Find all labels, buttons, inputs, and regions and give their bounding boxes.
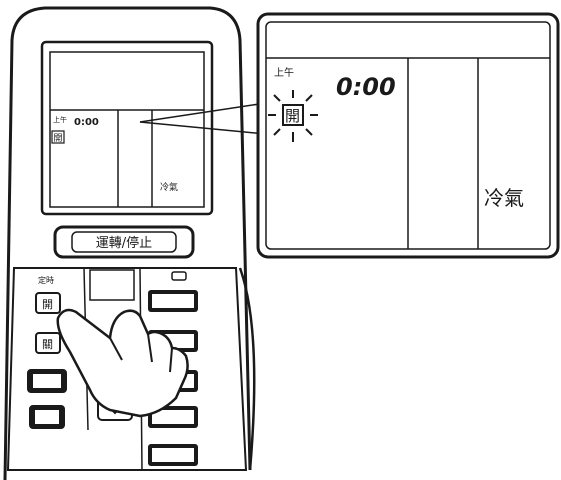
zoom-timer-symbol: 開 (285, 107, 300, 125)
zoom-time: 0:00 (336, 73, 396, 101)
timer-on-label: 開 (42, 298, 53, 311)
remote-mode: 冷氣 (160, 181, 178, 193)
remote-edge-curve (238, 267, 256, 471)
zoom-mode: 冷氣 (484, 186, 524, 210)
timer-off-label: 關 (42, 338, 53, 351)
power-button-label: 運轉/停止 (96, 235, 152, 251)
temp-group-box (89, 269, 135, 301)
hand-pointer-icon (56, 308, 189, 418)
remote-timer-symbol-box (51, 130, 65, 144)
timer-on-button[interactable] (35, 292, 61, 314)
timer-label: 定時 (38, 275, 54, 285)
blinking-timer-icon: 開 (268, 90, 318, 142)
remote-time: 0:00 (74, 117, 99, 128)
remote-timer-symbol: 開 (54, 133, 63, 144)
remote-screen (49, 51, 205, 208)
zoom-time-prefix: 上午 (274, 66, 294, 79)
timer-off-button[interactable] (35, 332, 61, 354)
remote-time-prefix: 上午 (53, 115, 67, 124)
